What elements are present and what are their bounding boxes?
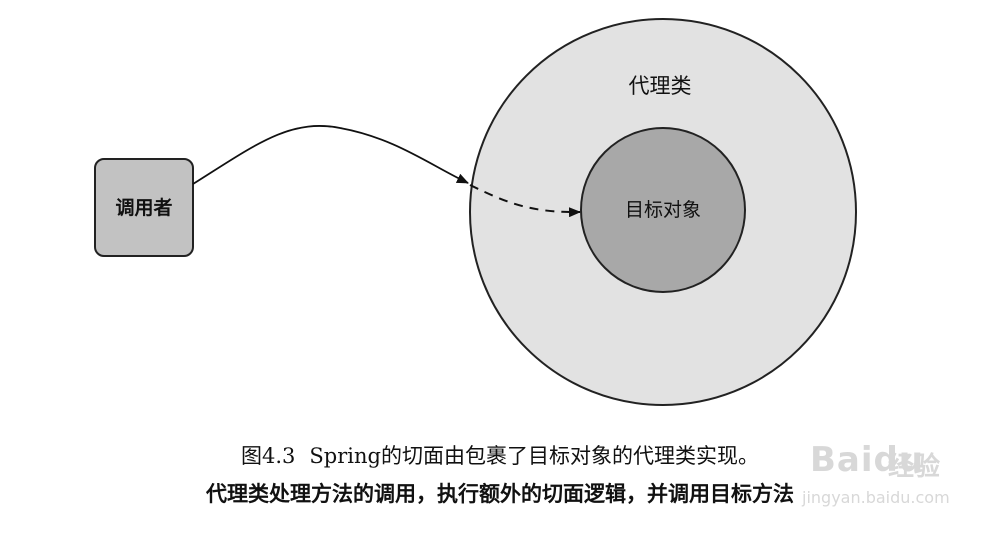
target-object-label: 目标对象 [625,199,701,221]
call-arrow-solid [192,125,469,185]
figure-caption-line-1: 图4.3 Spring的切面由包裹了目标对象的代理类实现。 [0,440,1000,470]
caller-box [94,158,194,257]
aop-proxy-diagram: 代理类 目标对象 调用者 [94,18,857,406]
forward-arrow-dashed [469,184,581,218]
caller-label: 调用者 [115,197,172,219]
figure-caption-line-2: 代理类处理方法的调用，执行额外的切面逻辑，并调用目标方法 [206,482,794,506]
target-object-circle [580,127,746,293]
figure-number: 图4.3 [241,444,296,468]
caption-text-1: Spring的切面由包裹了目标对象的代理类实现。 [309,444,759,468]
proxy-class-label: 代理类 [629,74,692,98]
